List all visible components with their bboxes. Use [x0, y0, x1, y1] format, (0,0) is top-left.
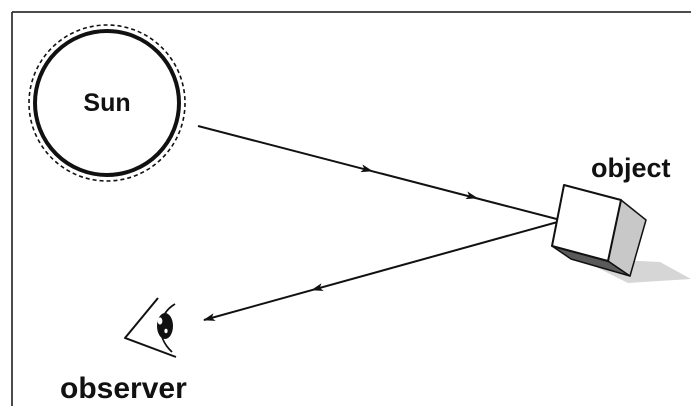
object-label: object: [591, 153, 671, 183]
cube-front-face: [552, 185, 621, 261]
observer-label: observer: [60, 372, 187, 405]
cube-icon: [552, 185, 691, 283]
reflected-ray: [204, 218, 572, 320]
incident-ray: [198, 126, 572, 223]
sun-label: Sun: [83, 89, 130, 117]
eye-icon: [125, 298, 176, 357]
